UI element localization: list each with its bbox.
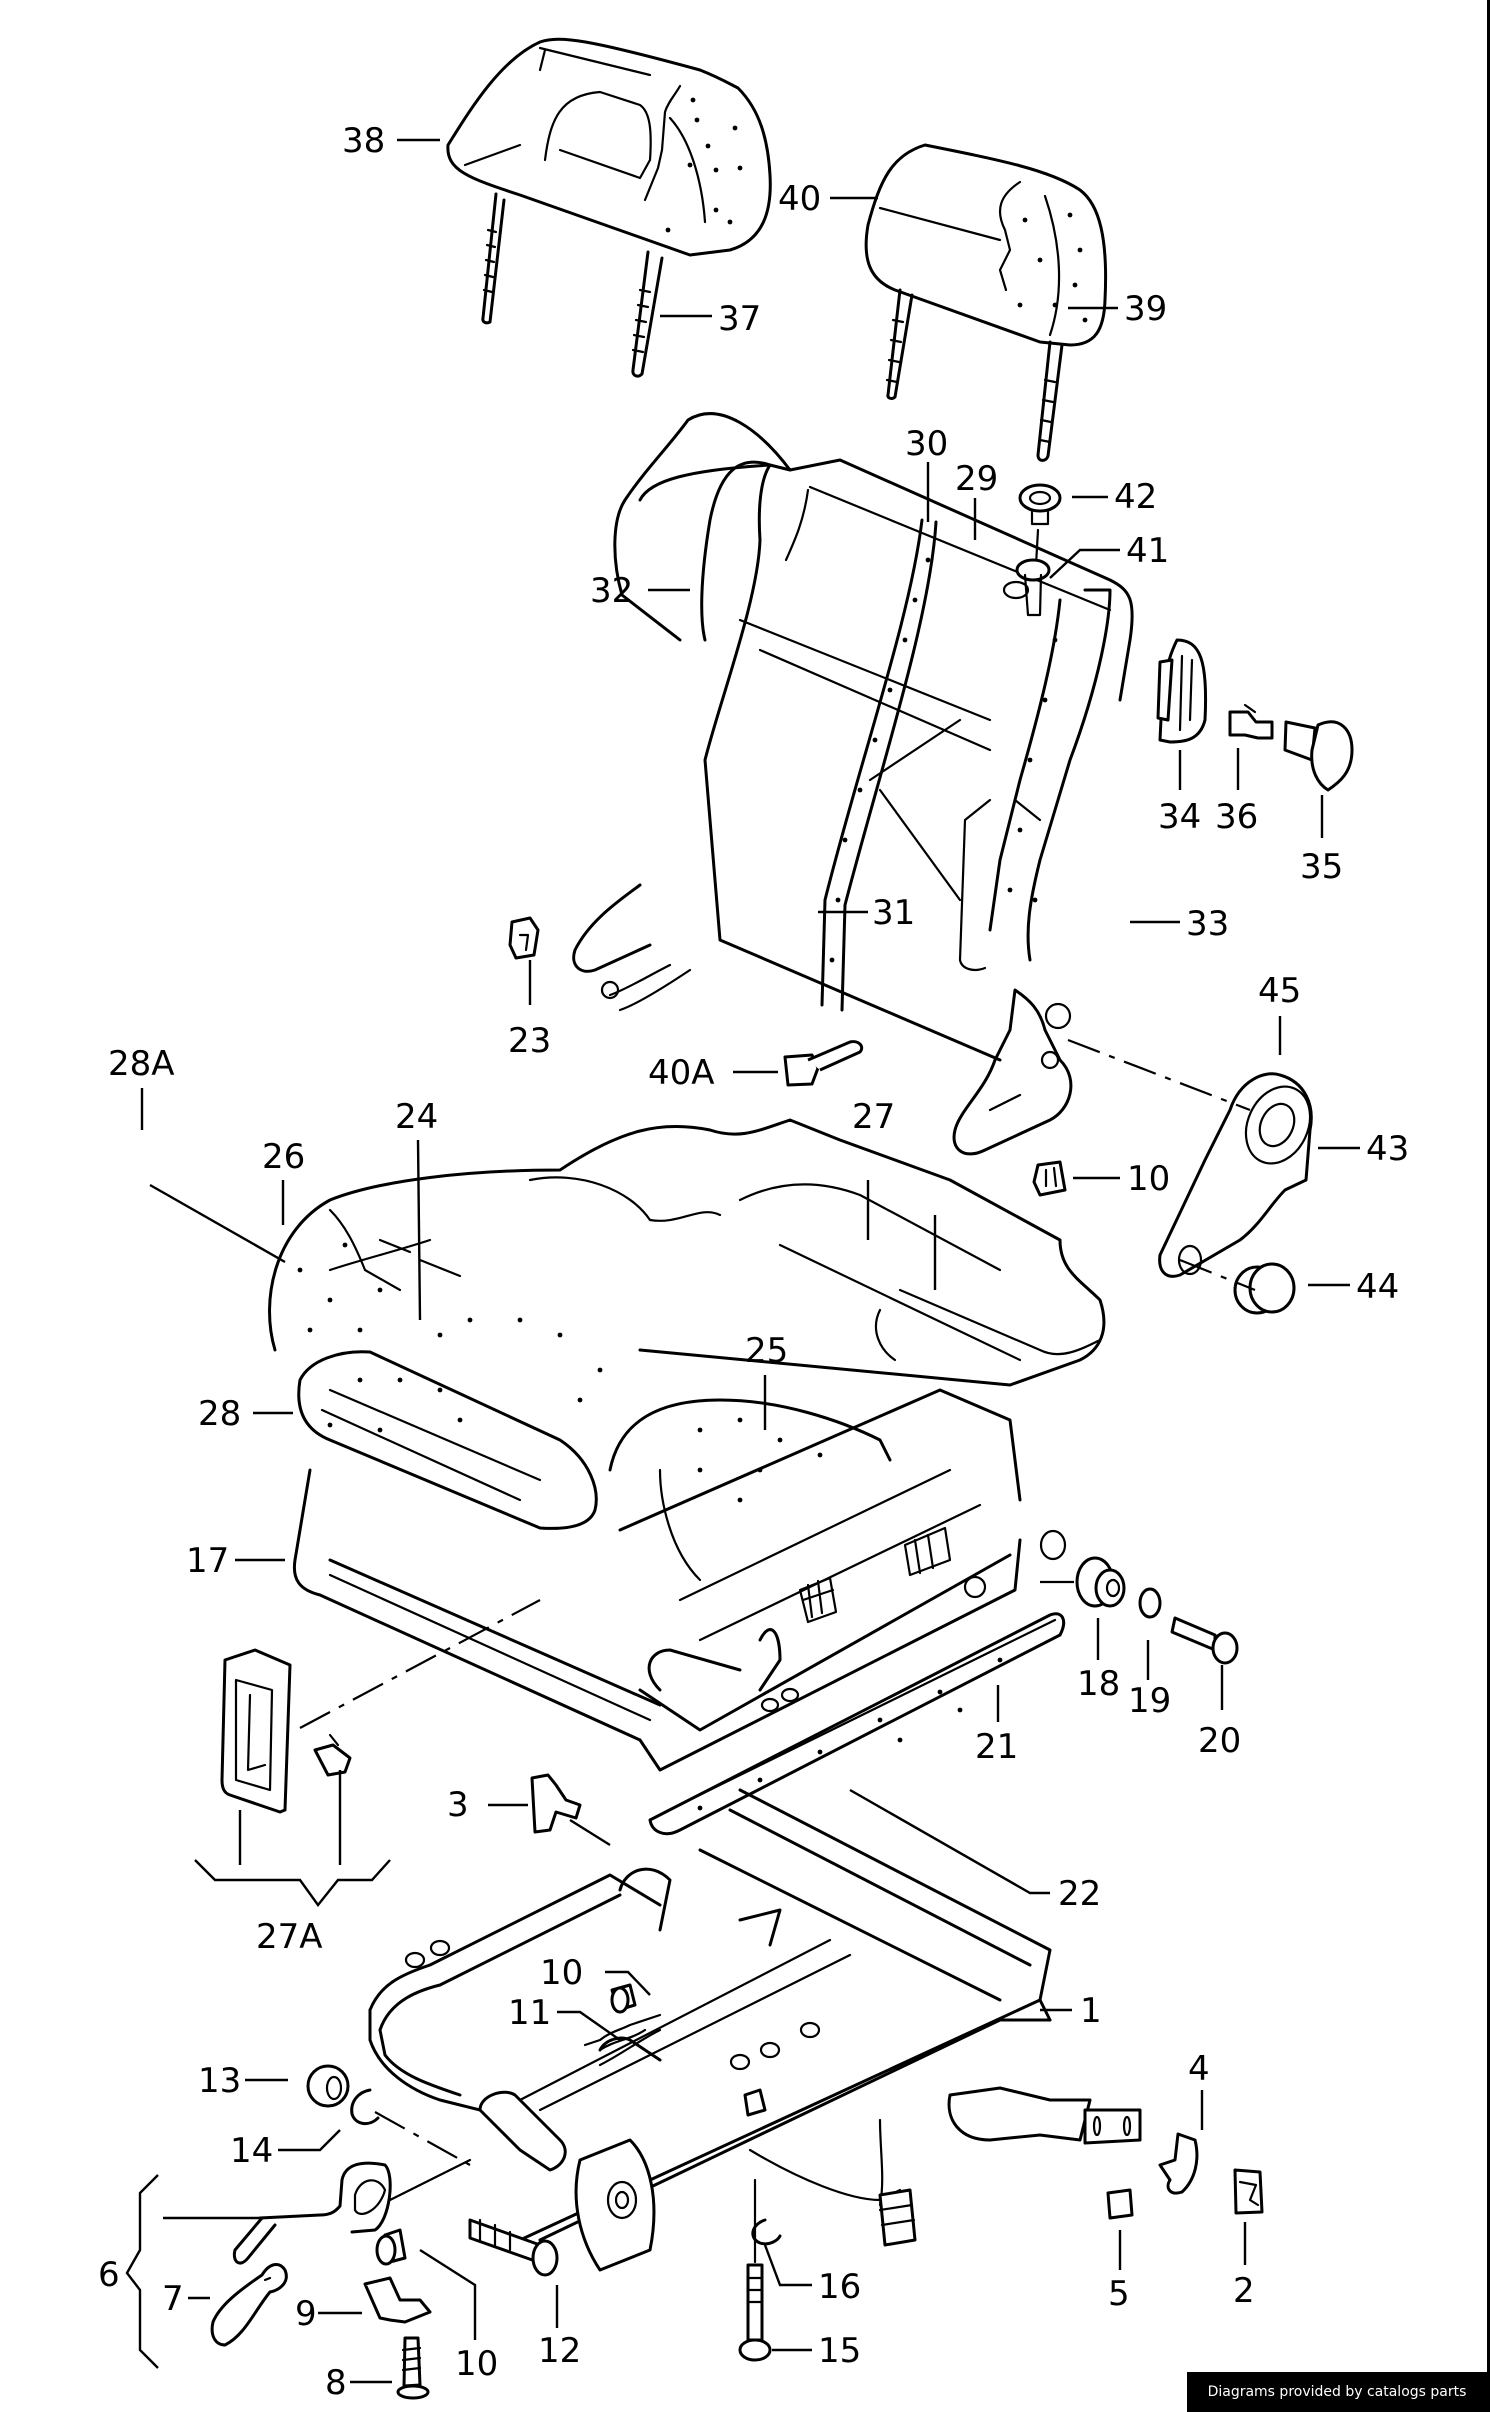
callout-34[interactable]: 34 bbox=[1158, 797, 1201, 837]
callout-9[interactable]: 9 bbox=[295, 2294, 317, 2334]
part-42-grommet[interactable] bbox=[1018, 483, 1062, 567]
part-11-spring[interactable] bbox=[583, 2013, 662, 2052]
callout-44[interactable]: 44 bbox=[1356, 1267, 1399, 1307]
part-12-bolt[interactable] bbox=[468, 2218, 559, 2277]
callout-33[interactable]: 33 bbox=[1186, 904, 1229, 944]
leader-lines bbox=[125, 138, 1360, 2384]
part-13-nut[interactable] bbox=[306, 2064, 350, 2108]
callout-23[interactable]: 23 bbox=[508, 1021, 551, 1061]
part-18-bushing[interactable] bbox=[1075, 1556, 1126, 1608]
callout-13[interactable]: 13 bbox=[198, 2061, 241, 2101]
part-8-screw[interactable] bbox=[396, 2336, 430, 2400]
diagram-credit: Diagrams provided by catalogs parts bbox=[1187, 2372, 1487, 2412]
part-4-clip[interactable] bbox=[1158, 2132, 1199, 2195]
part-3-bracket[interactable] bbox=[530, 1773, 582, 1834]
callout-18[interactable]: 18 bbox=[1077, 1664, 1120, 1704]
callout-31[interactable]: 31 bbox=[872, 893, 915, 933]
right-border bbox=[1487, 0, 1490, 2412]
callout-15[interactable]: 15 bbox=[818, 2331, 861, 2371]
callout-39[interactable]: 39 bbox=[1124, 289, 1167, 329]
callout-10-top[interactable]: 10 bbox=[540, 1953, 583, 1993]
callout-5[interactable]: 5 bbox=[1108, 2274, 1130, 2314]
callout-2[interactable]: 2 bbox=[1233, 2271, 1255, 2311]
callout-24[interactable]: 24 bbox=[395, 1097, 438, 1137]
part-9-bracket[interactable] bbox=[363, 2276, 432, 2324]
seat-cushion[interactable] bbox=[268, 1118, 1106, 1582]
callout-3[interactable]: 3 bbox=[447, 1785, 469, 1825]
callout-41[interactable]: 41 bbox=[1126, 531, 1169, 571]
callout-28[interactable]: 28 bbox=[198, 1394, 241, 1434]
callout-28A[interactable]: 28A bbox=[108, 1044, 175, 1084]
callout-42[interactable]: 42 bbox=[1114, 477, 1157, 517]
callout-14[interactable]: 14 bbox=[230, 2131, 273, 2171]
part-44-cap[interactable] bbox=[1233, 1262, 1296, 1315]
callout-35[interactable]: 35 bbox=[1300, 847, 1343, 887]
part-15-bolt[interactable] bbox=[738, 2178, 772, 2362]
callout-21[interactable]: 21 bbox=[975, 1727, 1018, 1767]
callout-16[interactable]: 16 bbox=[818, 2267, 861, 2307]
callout-36[interactable]: 36 bbox=[1215, 797, 1258, 837]
callout-29[interactable]: 29 bbox=[955, 459, 998, 499]
callout-12[interactable]: 12 bbox=[538, 2331, 581, 2371]
part-2-clip[interactable] bbox=[1233, 2168, 1264, 2215]
callout-20[interactable]: 20 bbox=[1198, 1721, 1241, 1761]
part-19-washer[interactable] bbox=[1138, 1587, 1162, 1619]
part-14-clip[interactable] bbox=[350, 2088, 471, 2166]
callout-11[interactable]: 11 bbox=[508, 1993, 551, 2033]
callout-10-back[interactable]: 10 bbox=[1127, 1159, 1170, 1199]
callout-10-bottom[interactable]: 10 bbox=[455, 2344, 498, 2384]
part-6-rod[interactable] bbox=[232, 2158, 472, 2265]
part-23-clip[interactable] bbox=[508, 916, 540, 960]
base-frame[interactable] bbox=[368, 1788, 1142, 2272]
part-7-handle[interactable] bbox=[210, 2263, 288, 2347]
part-41-guide[interactable] bbox=[1002, 558, 1051, 617]
part-35-knob[interactable] bbox=[1283, 720, 1354, 792]
part-40A-release[interactable] bbox=[783, 1040, 864, 1087]
callout-4[interactable]: 4 bbox=[1188, 2049, 1210, 2089]
callout-38[interactable]: 38 bbox=[342, 121, 385, 161]
callout-1[interactable]: 1 bbox=[1080, 1991, 1102, 2031]
part-5-cap[interactable] bbox=[1106, 2188, 1134, 2220]
callout-17[interactable]: 17 bbox=[186, 1541, 229, 1581]
callout-27A[interactable]: 27A bbox=[256, 1917, 323, 1957]
callout-37[interactable]: 37 bbox=[718, 299, 761, 339]
part-10-clip-back[interactable] bbox=[1032, 1160, 1067, 1197]
callout-labels: 38 37 40 39 30 29 42 41 32 34 36 35 31 3… bbox=[98, 121, 1409, 2403]
headrest-right[interactable] bbox=[864, 143, 1108, 462]
callout-43[interactable]: 43 bbox=[1366, 1129, 1409, 1169]
callout-45[interactable]: 45 bbox=[1258, 971, 1301, 1011]
callout-40[interactable]: 40 bbox=[778, 179, 821, 219]
callout-30[interactable]: 30 bbox=[905, 424, 948, 464]
callout-22[interactable]: 22 bbox=[1058, 1874, 1101, 1914]
backrest[interactable] bbox=[572, 412, 1134, 1156]
part-27A-clip[interactable] bbox=[313, 1733, 352, 1777]
callout-6[interactable]: 6 bbox=[98, 2255, 120, 2295]
headrest-left[interactable] bbox=[446, 37, 772, 378]
seat-rail[interactable] bbox=[648, 1612, 1066, 1836]
callout-27[interactable]: 27 bbox=[852, 1097, 895, 1137]
seat-frame[interactable] bbox=[292, 1388, 1067, 1772]
part-16-washer[interactable] bbox=[751, 2218, 782, 2246]
callout-40A[interactable]: 40A bbox=[648, 1053, 715, 1093]
callout-7[interactable]: 7 bbox=[162, 2279, 184, 2319]
part-36-clip[interactable] bbox=[1228, 703, 1274, 740]
part-34-trim[interactable] bbox=[1156, 638, 1208, 744]
callout-25[interactable]: 25 bbox=[745, 1331, 788, 1371]
part-10-spacer[interactable] bbox=[375, 2228, 407, 2266]
part-10-spacer-top[interactable] bbox=[610, 1983, 637, 2014]
part-20-bolt[interactable] bbox=[1170, 1616, 1239, 1665]
recliner-cover[interactable] bbox=[1158, 1072, 1322, 1278]
callout-8[interactable]: 8 bbox=[325, 2363, 347, 2403]
part-27A-bezel[interactable] bbox=[220, 1648, 292, 1814]
callout-32[interactable]: 32 bbox=[590, 571, 633, 611]
callout-19[interactable]: 19 bbox=[1128, 1681, 1171, 1721]
callout-26[interactable]: 26 bbox=[262, 1137, 305, 1177]
